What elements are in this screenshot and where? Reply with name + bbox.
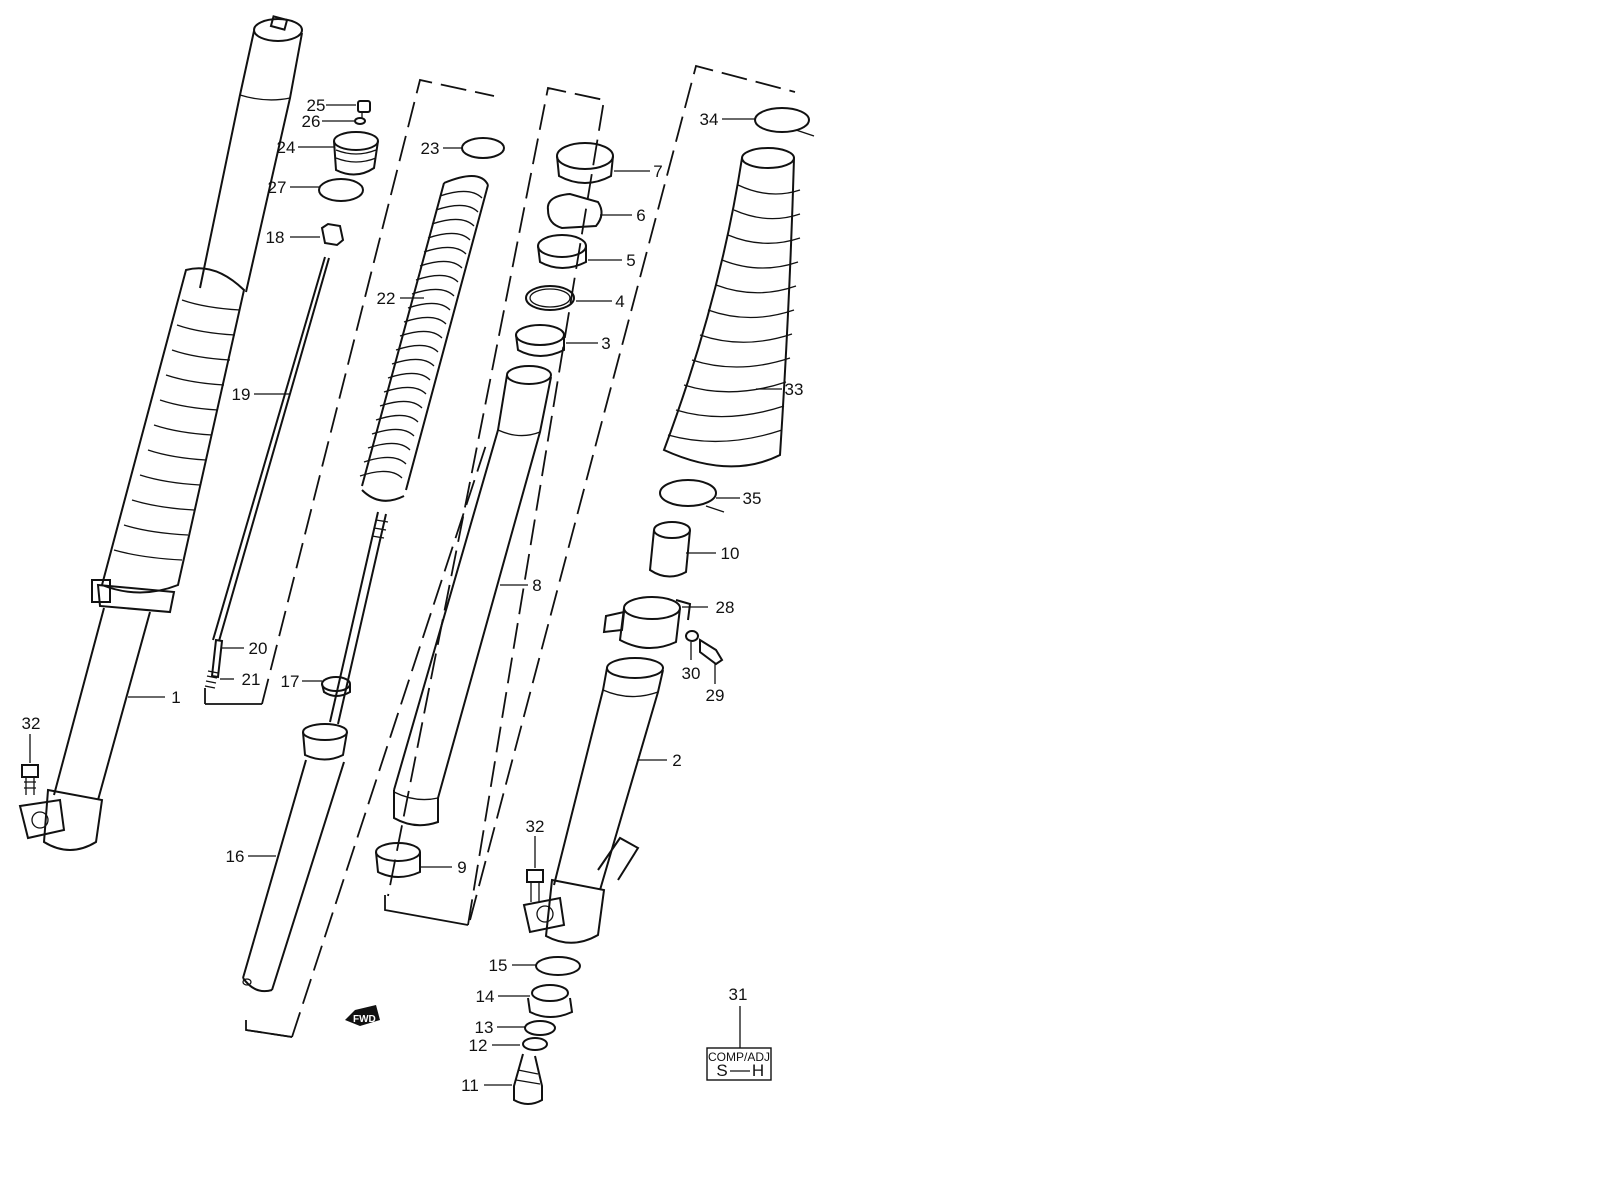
callout-12: 12: [469, 1036, 488, 1055]
callout-21: 21: [242, 670, 261, 689]
callout-26: 26: [302, 112, 321, 131]
boot-group: [469, 64, 815, 921]
callout-2: 2: [672, 751, 681, 770]
callout-16: 16: [226, 847, 245, 866]
callout-28: 28: [716, 598, 735, 617]
callout-33: 33: [785, 380, 804, 399]
callout-6: 6: [636, 206, 645, 225]
callout-18: 18: [266, 228, 285, 247]
callout-35: 35: [743, 489, 762, 508]
comp-adj-label: COMP/ADJ: [708, 1050, 770, 1064]
comp-adj-box: COMP/ADJ S H: [706, 1006, 772, 1081]
spring-damper-group: [242, 137, 505, 1038]
fork-spring: [359, 175, 489, 502]
callout-29: 29: [706, 686, 725, 705]
callout-11: 11: [461, 1076, 479, 1095]
damper-rod-group: [204, 78, 495, 705]
callout-22: 22: [377, 289, 396, 308]
callout-32-left: 32: [22, 714, 41, 733]
callout-17: 17: [281, 672, 300, 691]
adjuster-stack: [513, 956, 581, 1105]
callout-34: 34: [700, 110, 719, 129]
leader-lines: [29, 104, 782, 1086]
inner-tube-group: [375, 86, 614, 926]
callout-30: 30: [682, 664, 701, 683]
callout-4: 4: [615, 292, 624, 311]
callout-10: 10: [721, 544, 740, 563]
callout-32-right: 32: [526, 817, 545, 836]
boot-ribs-right: [667, 184, 801, 443]
callout-labels: 1 2 3 4 5 6 7 8 9 10 11 12 13 14 15 16 1…: [22, 96, 804, 1095]
fwd-label: FWD: [353, 1014, 376, 1025]
callout-3: 3: [601, 334, 610, 353]
boot-ribs-left: [113, 299, 241, 561]
fwd-direction-badge: FWD: [345, 1005, 380, 1026]
callout-15: 15: [489, 956, 508, 975]
fork-assembly-left: [18, 15, 303, 851]
callout-27: 27: [268, 178, 287, 197]
callout-8: 8: [532, 576, 541, 595]
callout-14: 14: [476, 987, 495, 1006]
callout-25: 25: [307, 96, 326, 115]
callout-5: 5: [626, 251, 635, 270]
callout-1: 1: [171, 688, 180, 707]
callout-31: 31: [729, 985, 748, 1004]
callout-9: 9: [457, 858, 466, 877]
soft-label: S: [716, 1061, 727, 1080]
callout-7: 7: [653, 162, 662, 181]
hard-label: H: [752, 1061, 764, 1080]
callout-20: 20: [249, 639, 268, 658]
callout-19: 19: [232, 385, 251, 404]
outer-tube-right: [522, 521, 724, 944]
callout-24: 24: [277, 138, 296, 157]
callout-13: 13: [475, 1018, 494, 1037]
callout-23: 23: [421, 139, 440, 158]
